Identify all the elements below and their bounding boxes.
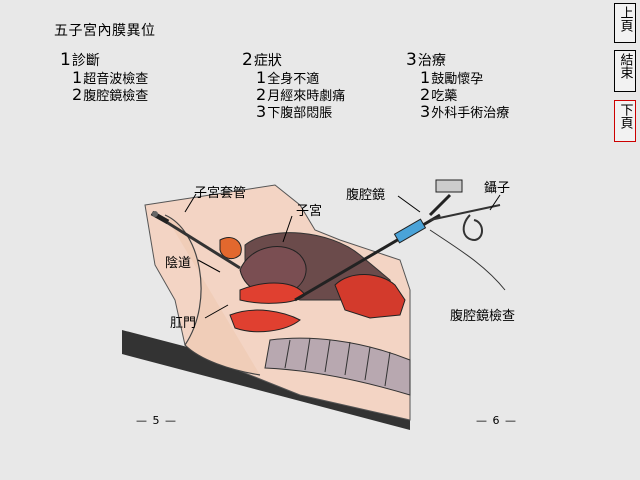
cannula-tip	[152, 211, 158, 217]
symptoms-section: 2症狀 1全身不適 2月經來時劇痛 3下腹部悶脹	[242, 50, 345, 121]
symptoms-item: 1全身不適	[256, 68, 345, 88]
laparoscope-label: 腹腔鏡	[346, 188, 386, 203]
diagnosis-section: 1診斷 1超音波檢查 2腹腔鏡檢查	[60, 50, 148, 104]
end-button[interactable]: 結束	[614, 50, 636, 92]
diagram-caption: 腹腔鏡檢查	[450, 309, 516, 324]
diagnosis-item: 2腹腔鏡檢查	[72, 85, 149, 105]
symptoms-item: 3下腹部悶脹	[256, 102, 345, 122]
symptoms-item: 2月經來時劇痛	[256, 85, 346, 105]
treatment-item-text: 外科手術治療	[431, 106, 510, 121]
vagina-label: 陰道	[165, 256, 192, 271]
symptoms-item-number: 3	[256, 102, 267, 121]
treatment-item: 3外科手術治療	[420, 102, 510, 122]
diagnosis-number: 1	[60, 50, 71, 70]
prev-page-label: 上頁	[617, 6, 633, 32]
diagnosis-item-number: 2	[72, 85, 83, 104]
treatment-item: 1鼓勵懷孕	[420, 68, 509, 88]
treatment-section: 3治療 1鼓勵懷孕 2吃藥 3外科手術治療	[406, 50, 509, 121]
end-label: 結束	[617, 53, 633, 79]
symptoms-number: 2	[242, 50, 253, 70]
diagnosis-item-text: 腹腔鏡檢查	[83, 89, 149, 104]
symptoms-item-number: 1	[256, 68, 267, 87]
diagnosis-heading: 1診斷	[60, 50, 148, 70]
treatment-title: 治療	[417, 53, 446, 69]
page-number-right: — 6 —	[476, 414, 517, 427]
laparoscope-eyepiece-arm	[428, 193, 452, 217]
next-page-label: 下頁	[617, 103, 633, 129]
spine-stripes	[284, 337, 391, 387]
forceps-label: 鑷子	[484, 181, 511, 196]
treatment-item-number: 1	[420, 68, 431, 87]
abdomen-surface	[429, 229, 506, 291]
diagnosis-title: 診斷	[71, 53, 100, 69]
page-number-left: — 5 —	[136, 414, 177, 427]
treatment-item-number: 3	[420, 102, 431, 121]
diagnosis-item-text: 超音波檢查	[83, 72, 149, 87]
intestine	[334, 274, 406, 319]
next-page-button[interactable]: 下頁	[614, 100, 636, 142]
treatment-item-text: 吃藥	[431, 89, 458, 104]
prev-page-button[interactable]: 上頁	[614, 3, 636, 43]
treatment-number: 3	[406, 50, 417, 70]
uterus-label: 子宮	[296, 204, 323, 219]
rectum	[229, 309, 301, 333]
diagnosis-item: 1超音波檢查	[72, 68, 149, 88]
uterine-cannula-label: 子宮套管	[194, 186, 247, 201]
treatment-item: 2吃藥	[420, 85, 509, 105]
treatment-heading: 3治療	[406, 50, 509, 70]
label-pointers	[184, 193, 501, 319]
page-title: 五子宮內膜異位	[54, 23, 156, 39]
symptoms-item-text: 下腹部悶脹	[267, 106, 333, 121]
bladder	[219, 237, 242, 260]
symptoms-item-number: 2	[256, 85, 267, 104]
forceps-ring	[462, 214, 483, 242]
spine	[264, 337, 411, 396]
diagnosis-item-number: 1	[72, 68, 83, 87]
buttock	[164, 214, 261, 376]
laparoscope-eyepiece	[435, 179, 463, 193]
anus-label: 肛門	[170, 316, 197, 331]
treatment-item-text: 鼓勵懷孕	[431, 72, 484, 87]
laparoscope-blue-section	[393, 218, 427, 244]
symptoms-item-text: 月經來時劇痛	[267, 89, 346, 104]
treatment-item-number: 2	[420, 85, 431, 104]
symptoms-heading: 2症狀	[242, 50, 345, 70]
forceps-rod	[429, 204, 501, 221]
symptoms-title: 症狀	[253, 53, 282, 69]
symptoms-item-text: 全身不適	[267, 72, 320, 87]
